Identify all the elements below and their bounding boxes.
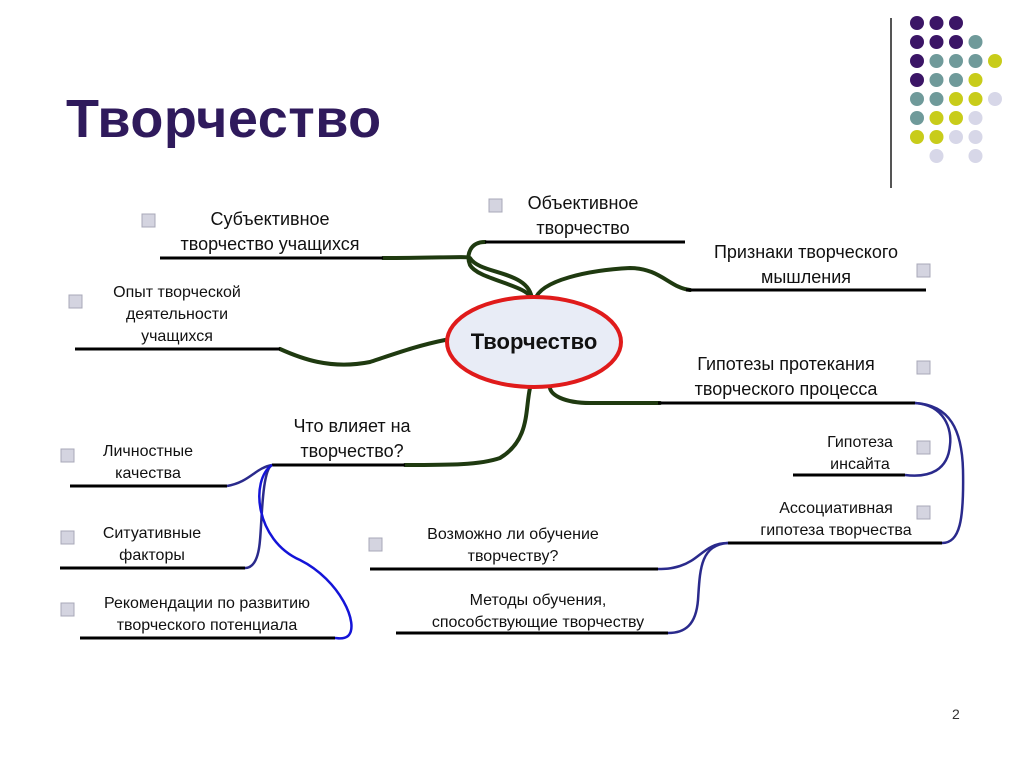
decorative-dot — [968, 35, 983, 49]
label-signs-1: Признаки творческого — [714, 242, 898, 262]
bullet-square-icon — [141, 213, 156, 228]
node-labels: Субъективное творчество учащихся Объекти… — [180, 193, 898, 461]
branch-to-methods — [667, 541, 729, 635]
bullet-square-icon — [60, 530, 75, 545]
bullet-square-icon — [368, 537, 383, 552]
label-learning-2: творчеству? — [468, 548, 559, 565]
label-personal-1: Личностные — [103, 443, 193, 460]
node-underlines — [60, 240, 942, 640]
decorative-dot — [988, 92, 1002, 106]
label-experience-3: учащихся — [141, 328, 213, 345]
bullet-square-icon — [60, 448, 75, 463]
branch-to-objective — [466, 240, 534, 302]
decorative-dot — [929, 111, 944, 125]
branch-to-associative — [914, 401, 965, 545]
decorative-dot — [929, 92, 944, 106]
branch-to-learning — [657, 541, 729, 571]
label-situational-2: факторы — [119, 547, 185, 564]
page-number: 2 — [952, 706, 960, 722]
decorative-dot — [968, 149, 983, 163]
label-subjective-2: творчество учащихся — [180, 234, 359, 254]
bullet-square-icon — [916, 440, 931, 455]
decorative-dot — [910, 73, 924, 87]
label-subjective-1: Субъективное — [210, 209, 329, 229]
label-personal-2: качества — [115, 465, 181, 482]
label-objective-2: творчество — [536, 218, 629, 238]
bullets — [60, 198, 931, 617]
center-node-label: Творчество — [471, 329, 598, 354]
decorative-dot — [910, 35, 924, 49]
blue-branches — [226, 401, 965, 635]
decorative-dot — [929, 130, 944, 144]
branch-to-influence — [403, 386, 532, 467]
decorative-dot — [949, 54, 963, 68]
label-recommendations-1: Рекомендации по развитию — [104, 595, 310, 612]
label-learning-1: Возможно ли обучение — [427, 526, 599, 543]
decorative-dot — [968, 73, 983, 87]
decorative-dot — [968, 111, 983, 125]
branch-to-experience — [278, 338, 447, 367]
small-node-labels: Опыт творческой деятельности учащихся Ги… — [103, 284, 912, 634]
decorative-dot — [949, 35, 963, 49]
label-methods-2: способствующие творчеству — [432, 614, 644, 631]
branch-to-personal — [226, 463, 273, 488]
decorative-dot — [949, 16, 963, 30]
label-associative-1: Ассоциативная — [779, 500, 893, 517]
bullet-square-icon — [60, 602, 75, 617]
dark-branches — [278, 240, 692, 467]
decorative-dot — [910, 130, 924, 144]
decorative-dot — [929, 54, 944, 68]
decorative-dot — [949, 73, 963, 87]
label-insight-1: Гипотеза — [827, 434, 893, 451]
center-node — [445, 295, 623, 389]
label-hypotheses-2: творческого процесса — [695, 379, 879, 399]
decorative-dot — [910, 111, 924, 125]
branch-to-insight — [904, 401, 952, 477]
bullet-square-icon — [916, 505, 931, 520]
label-hypotheses-1: Гипотезы протекания — [697, 354, 874, 374]
bullet-square-icon — [488, 198, 503, 213]
label-situational-1: Ситуативные — [103, 525, 201, 542]
label-objective-1: Объективное — [528, 193, 639, 213]
label-recommendations-2: творческого потенциала — [117, 617, 298, 634]
decorative-dot — [988, 54, 1002, 68]
decorative-dot — [929, 149, 944, 163]
decorative-dot — [949, 130, 963, 144]
branch-to-recommendations — [258, 463, 353, 640]
branch-to-subjective — [381, 255, 534, 302]
branch-to-hypotheses — [547, 383, 662, 405]
decorative-dot — [910, 92, 924, 106]
label-experience-1: Опыт творческой — [113, 284, 241, 301]
label-experience-2: деятельности — [126, 306, 228, 323]
branch-to-situational — [244, 463, 273, 570]
decorative-dot — [968, 54, 983, 68]
decorative-dot — [949, 111, 963, 125]
decorative-dot — [929, 73, 944, 87]
title-divider — [890, 18, 892, 188]
decorative-dot — [910, 54, 924, 68]
slide-title: Творчество — [66, 89, 382, 149]
label-methods-1: Методы обучения, — [470, 592, 607, 609]
label-associative-2: гипотеза творчества — [760, 522, 911, 539]
label-insight-2: инсайта — [830, 456, 890, 473]
bullet-square-icon — [916, 263, 931, 278]
label-influence-1: Что влияет на — [293, 416, 411, 436]
decorative-dot — [910, 16, 924, 30]
decorative-dot — [929, 35, 944, 49]
decorative-dot — [968, 92, 983, 106]
bullet-square-icon — [68, 294, 83, 309]
decorative-dot — [968, 130, 983, 144]
label-signs-2: мышления — [761, 267, 851, 287]
branch-to-signs — [533, 265, 692, 302]
bullet-square-icon — [916, 360, 931, 375]
label-influence-2: творчество? — [300, 441, 403, 461]
decorative-dot — [929, 16, 944, 30]
decorative-dot — [949, 92, 963, 106]
